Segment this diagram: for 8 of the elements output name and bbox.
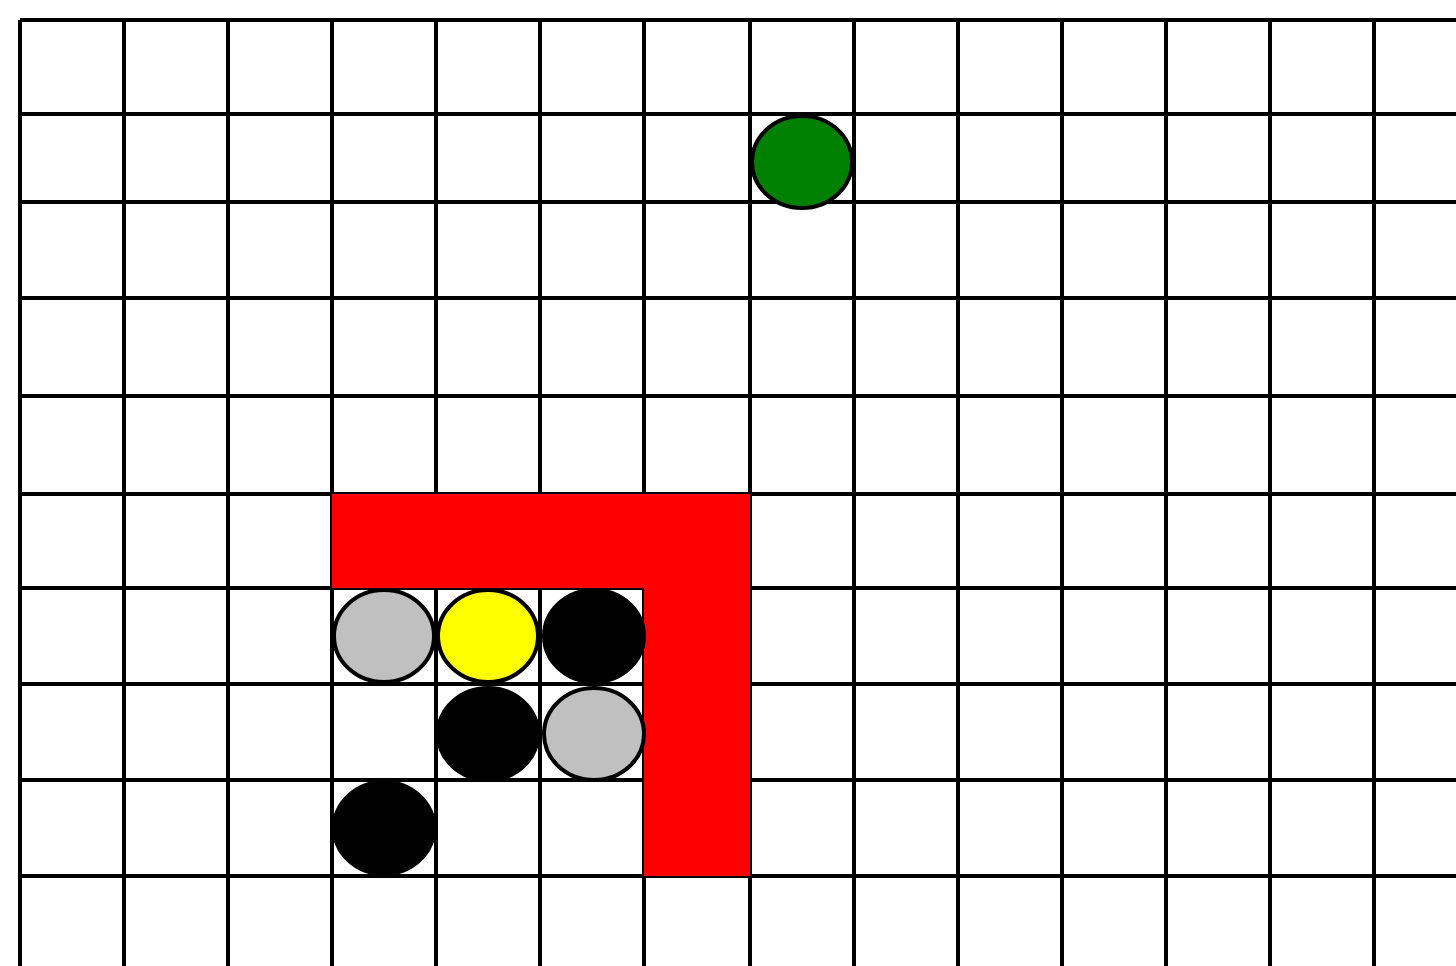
l-shaped-bar bbox=[332, 494, 750, 876]
stone-circle bbox=[750, 114, 854, 210]
stone-circle bbox=[436, 686, 540, 782]
stone-circle bbox=[332, 780, 436, 876]
stone-circle bbox=[436, 588, 540, 684]
stone-circle bbox=[542, 686, 646, 782]
stone-circle bbox=[332, 588, 436, 684]
stone-circle bbox=[542, 588, 646, 684]
